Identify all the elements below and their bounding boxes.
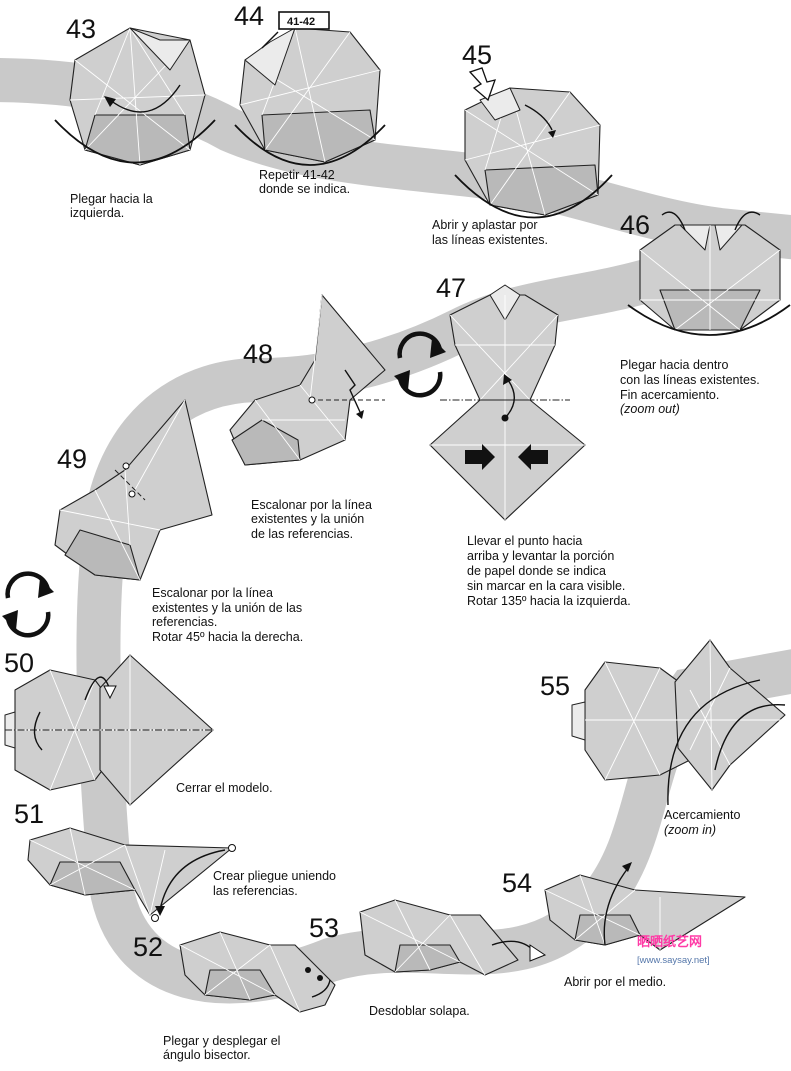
caption-54: Abrir por el medio. (564, 975, 666, 989)
caption-line: Escalonar por la línea (152, 586, 273, 600)
caption-line: con las líneas existentes. (620, 373, 760, 387)
caption-line: Plegar hacia la (70, 192, 153, 206)
caption-line: ángulo bisector. (163, 1048, 251, 1062)
caption-line: las referencias. (213, 884, 298, 898)
step-number-51: 51 (14, 799, 44, 829)
caption-line: (zoom in) (664, 823, 716, 837)
caption-line: Rotar 135º hacia la izquierda. (467, 594, 631, 608)
caption-line: Fin acercamiento. (620, 388, 719, 402)
caption-line: Plegar hacia dentro (620, 358, 728, 372)
caption-50: Cerrar el modelo. (176, 781, 273, 795)
caption-line: izquierda. (70, 206, 124, 220)
caption-44: Repetir 41-42 donde se indica. (259, 168, 350, 196)
step-55-model (571, 639, 786, 806)
step-number-45: 45 (462, 40, 492, 70)
step-48-model (229, 294, 386, 466)
step-50-model (4, 654, 214, 806)
caption-line: existentes y la unión de las (152, 601, 302, 615)
caption-line: Abrir por el medio. (564, 975, 666, 989)
step-49-model (54, 399, 213, 581)
caption-52: Plegar y desplegar el ángulo bisector. (163, 1034, 280, 1062)
caption-53: Desdoblar solapa. (369, 1004, 470, 1018)
step-54-model (544, 862, 746, 951)
watermark-url: [www.saysay.net] (637, 955, 710, 966)
caption-46: Plegar hacia dentro con las líneas exist… (620, 358, 760, 416)
caption-line: arriba y levantar la porción (467, 549, 614, 563)
caption-line: (zoom out) (620, 402, 680, 416)
reference-label: 41-42 (287, 16, 315, 28)
caption-line: donde se indica. (259, 182, 350, 196)
caption-55: Acercamiento (zoom in) (664, 808, 740, 837)
caption-line: Cerrar el modelo. (176, 781, 273, 795)
rotate-icon (394, 331, 446, 398)
caption-line: Crear pliegue uniendo (213, 869, 336, 883)
caption-51: Crear pliegue uniendo las referencias. (213, 869, 336, 898)
caption-line: las líneas existentes. (432, 233, 548, 247)
caption-line: Acercamiento (664, 808, 740, 822)
step-number-46: 46 (620, 210, 650, 240)
step-number-54: 54 (502, 868, 532, 898)
step-number-52: 52 (133, 932, 163, 962)
caption-line: Abrir y aplastar por (432, 218, 538, 232)
watermark: 晒晒纸艺网 [www.saysay.net] (637, 934, 710, 966)
step-52-model (179, 931, 336, 1013)
caption-47: Llevar el punto hacia arriba y levantar … (467, 534, 631, 608)
step-51-model (27, 827, 236, 922)
step-number-47: 47 (436, 273, 466, 303)
caption-line: existentes y la unión (251, 512, 364, 526)
caption-line: Desdoblar solapa. (369, 1004, 470, 1018)
step-46-model (627, 211, 791, 336)
caption-line: de papel donde se indica (467, 564, 606, 578)
caption-line: Escalonar por la línea (251, 498, 372, 512)
step-number-50: 50 (4, 648, 34, 678)
step-43-model (54, 27, 216, 166)
watermark-brand: 晒晒纸艺网 (637, 934, 702, 949)
step-number-53: 53 (309, 913, 339, 943)
caption-line: Llevar el punto hacia (467, 534, 582, 548)
step-47-model (429, 284, 586, 521)
step-number-55: 55 (540, 671, 570, 701)
caption-line: Plegar y desplegar el (163, 1034, 280, 1048)
caption-43: Plegar hacia la izquierda. (70, 192, 153, 220)
caption-48: Escalonar por la línea existentes y la u… (251, 498, 372, 541)
reference-box: 41-42 (278, 11, 330, 30)
step-number-49: 49 (57, 444, 87, 474)
caption-45: Abrir y aplastar por las líneas existent… (432, 218, 548, 247)
caption-line: sin marcar en la cara visible. (467, 579, 625, 593)
step-number-48: 48 (243, 339, 273, 369)
step-number-43: 43 (66, 14, 96, 44)
rotate-icon (2, 571, 54, 638)
step-45-model (454, 67, 613, 219)
step-44-model (234, 27, 386, 166)
caption-49: Escalonar por la línea existentes y la u… (152, 586, 303, 644)
caption-line: referencias. (152, 615, 217, 629)
step-number-44: 44 (234, 1, 264, 31)
caption-line: Rotar 45º hacia la derecha. (152, 630, 303, 644)
step-53-model (359, 899, 547, 976)
caption-line: Repetir 41-42 (259, 168, 335, 182)
caption-line: de las referencias. (251, 527, 353, 541)
